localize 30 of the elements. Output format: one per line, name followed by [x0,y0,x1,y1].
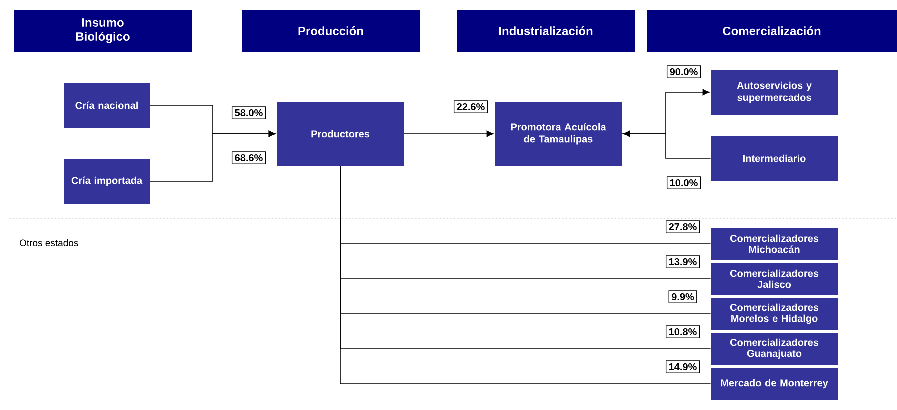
edge-label: 90.0% [666,66,702,78]
stage-header: Comercialización [647,10,897,52]
process-box: Mercado de Monterrey [711,368,838,400]
stage-header: Industrialización [457,10,635,52]
edge-label: 10.8% [666,326,700,338]
process-box: Cría importada [64,159,150,204]
process-box: Comercializadores Morelos e Hidalgo [711,298,838,330]
process-box: Cría nacional [64,83,150,128]
arrow [150,130,276,182]
process-box: Comercializadores Jalisco [711,263,838,295]
edge-label: 58.0% [232,106,266,120]
edge-label: 13.9% [666,256,700,268]
stage-header: Producción [242,10,420,52]
process-box: Comercializadores Guanajuato [711,333,838,365]
edge-label: 9.9% [668,290,698,304]
edge-label: 68.6% [232,152,266,164]
process-box: Autoservicios y supermercados [711,70,838,115]
arrow [623,130,712,159]
edge-label: 10.0% [666,176,702,190]
edge-label: 27.8% [666,220,700,234]
process-box: Comercializadores Michoacán [711,228,838,260]
process-box: Productores [277,102,404,166]
arrow [622,89,710,134]
note-text: Otros estados [20,240,78,246]
arrow [404,130,494,138]
stage-header: Insumo Biológico [14,10,192,52]
process-box: Promotora Acuícola de Tamaulipas [495,102,622,166]
edge-label: 14.9% [666,360,700,374]
process-box: Intermediario [711,136,838,181]
edge-label: 22.6% [454,100,488,114]
